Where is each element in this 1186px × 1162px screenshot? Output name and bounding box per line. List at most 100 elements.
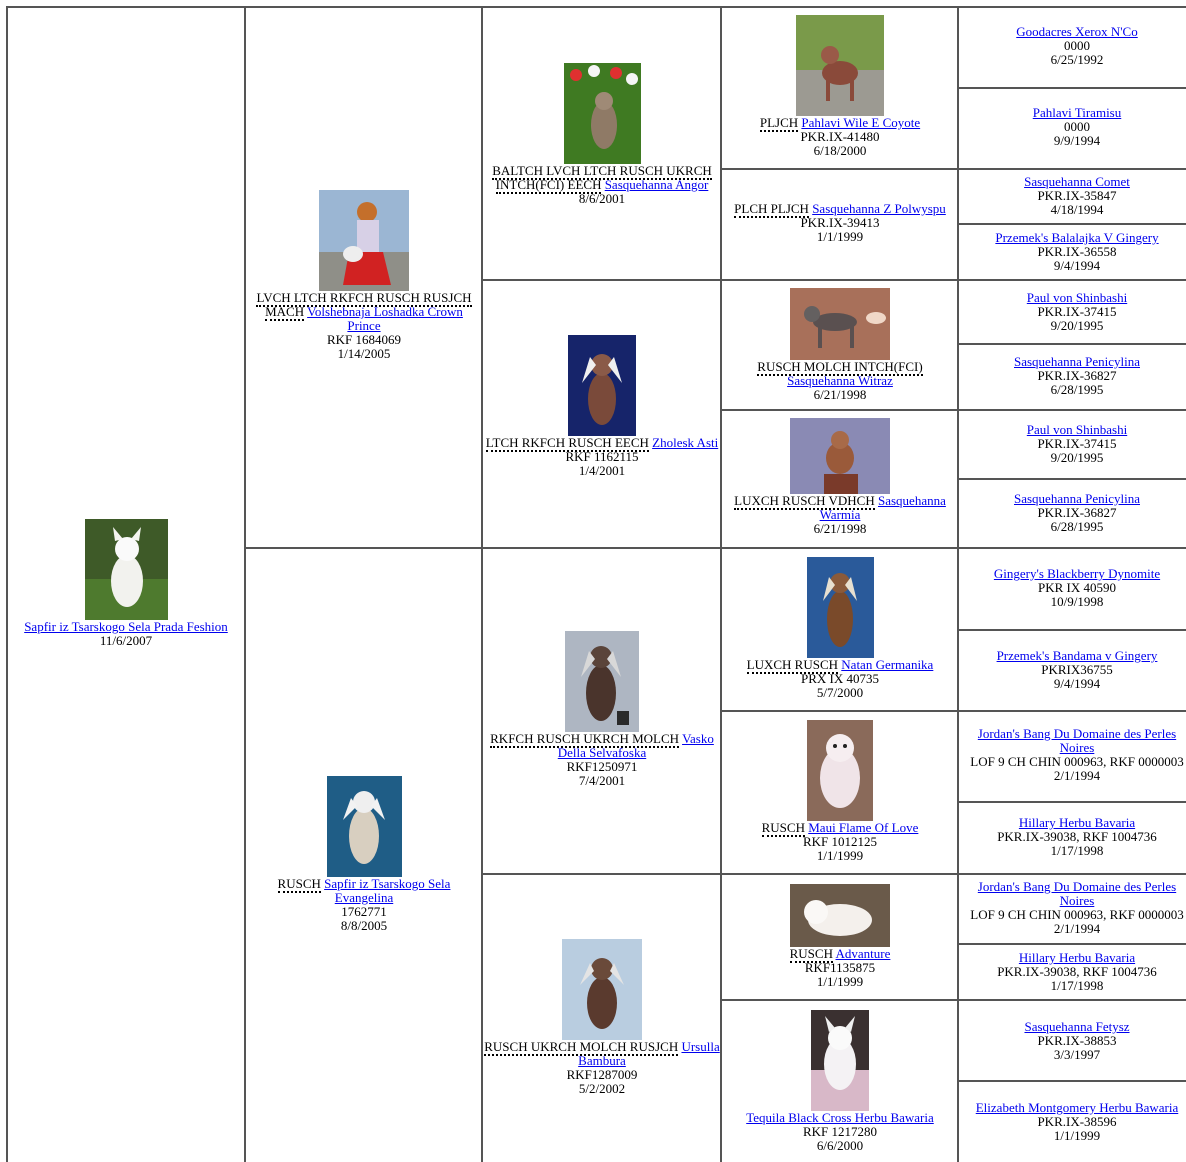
ancestor-name-link[interactable]: Sasquehanna Fetysz xyxy=(1024,1019,1130,1034)
ancestor-g4-cell: Sasquehanna Fetysz PKR.IX-38853 3/3/1997 xyxy=(960,1020,1186,1062)
ancestor-date: 1/1/1999 xyxy=(816,974,864,989)
ancestor-g4-cell: Sasquehanna Comet PKR.IX-35847 4/18/1994 xyxy=(960,175,1186,217)
ancestor-g4-cell: Przemek's Bandama v Gingery PKRIX36755 9… xyxy=(960,649,1186,691)
ancestor-date: 7/4/2001 xyxy=(578,773,626,788)
ancestor-name-link[interactable]: Pahlavi Wile E Coyote xyxy=(801,115,921,130)
grid-line xyxy=(244,6,246,1162)
ancestor-registration: PKR.IX-35847 xyxy=(1037,188,1117,203)
ancestor-titles: BALTCH LVCH LTCH RUSCH UKRCH INTCH(FCI) … xyxy=(492,163,712,194)
ancestor-date: 1/1/1999 xyxy=(816,848,864,863)
ancestor-titles: RUSCH xyxy=(761,820,805,837)
ancestor-name-link[interactable]: Pahlavi Tiramisu xyxy=(1032,105,1122,120)
ancestor-g4-cell: Pahlavi Tiramisu 0000 9/9/1994 xyxy=(960,106,1186,148)
ancestor-name-link[interactable]: Elizabeth Montgomery Herbu Bawaria xyxy=(975,1100,1179,1115)
ancestor-g2-cell: RUSCH UKRCH MOLCH RUSJCH Ursulla Bambura… xyxy=(484,939,720,1096)
subject-photo xyxy=(84,519,168,620)
ancestor-name-link[interactable]: Jordan's Bang Du Domaine des Perles Noir… xyxy=(977,726,1177,755)
ancestor-photo xyxy=(790,884,890,947)
ancestor-name-link[interactable]: Sasquehanna Penicylina xyxy=(1014,354,1140,369)
ancestor-date: 5/2/2002 xyxy=(578,1081,626,1096)
ancestor-name-link[interactable]: Sasquehanna Comet xyxy=(1024,174,1130,189)
ancestor-titles: LTCH RKFCH RUSCH EECH xyxy=(485,435,649,452)
grid-line xyxy=(720,710,1186,712)
ancestor-date: 8/6/2001 xyxy=(578,191,626,206)
ancestor-date: 6/18/2000 xyxy=(813,143,867,158)
ancestor-photo xyxy=(807,720,873,821)
ancestor-registration: 0000 xyxy=(1064,119,1090,134)
ancestor-g2-cell: LTCH RKFCH RUSCH EECH Zholesk Asti RKF 1… xyxy=(484,335,720,478)
ancestor-date: 2/1/1994 xyxy=(1053,768,1101,783)
ancestor-name-link[interactable]: Sasquehanna Warmia xyxy=(819,493,946,522)
ancestor-registration: PKR IX 40590 xyxy=(1037,580,1116,595)
dam-cell: RUSCH Sapfir iz Tsarskogo Sela Evangelin… xyxy=(247,776,481,933)
ancestor-titles: LUXCH RUSCH xyxy=(746,657,839,674)
ancestor-date: 5/7/2000 xyxy=(816,685,864,700)
ancestor-registration: PKR.IX-37415 xyxy=(1037,304,1117,319)
ancestor-titles: PLCH PLJCH xyxy=(734,201,809,218)
ancestor-g4-cell: Gingery's Blackberry Dynomite PKR IX 405… xyxy=(960,567,1186,609)
subject-name-link[interactable]: Sapfir iz Tsarskogo Sela Prada Feshion xyxy=(24,619,228,634)
ancestor-name-link[interactable]: Sasquehanna Angor xyxy=(604,177,709,192)
ancestor-photo xyxy=(563,63,641,164)
ancestor-photo xyxy=(790,418,890,494)
ancestor-photo xyxy=(790,288,890,360)
ancestor-date: 10/9/1998 xyxy=(1050,594,1104,609)
ancestor-name-link[interactable]: Paul von Shinbashi xyxy=(1026,422,1128,437)
sire-name-link[interactable]: Volshebnaja Loshadka Crown Prince xyxy=(307,304,463,333)
ancestor-registration: PKR.IX-38596 xyxy=(1037,1114,1117,1129)
ancestor-date: 9/20/1995 xyxy=(1050,450,1104,465)
ancestor-registration: LOF 9 CH CHIN 000963, RKF 0000003 xyxy=(970,907,1184,922)
ancestor-g4-cell: Paul von Shinbashi PKR.IX-37415 9/20/199… xyxy=(960,291,1186,333)
ancestor-photo xyxy=(568,335,636,436)
sire-registration: RKF 1684069 xyxy=(326,332,402,347)
ancestor-name-link[interactable]: Vasko Della Selvafoska xyxy=(557,731,714,760)
grid-line xyxy=(481,873,1186,875)
ancestor-g3-cell: PLCH PLJCH Sasquehanna Z Polwyspu PKR.IX… xyxy=(723,201,957,244)
ancestor-name-link[interactable]: Ursulla Bambura xyxy=(578,1039,720,1068)
ancestor-name-link[interactable]: Przemek's Balalajka V Gingery xyxy=(995,230,1159,245)
ancestor-g2-cell: RKFCH RUSCH UKRCH MOLCH Vasko Della Selv… xyxy=(484,631,720,788)
ancestor-date: 1/17/1998 xyxy=(1050,978,1104,993)
grid-line xyxy=(720,6,722,1162)
grid-line xyxy=(720,409,1186,411)
ancestor-g3-cell: PLJCH Pahlavi Wile E Coyote PKR.IX-41480… xyxy=(723,15,957,158)
ancestor-date: 6/21/1998 xyxy=(813,521,867,536)
ancestor-registration: PKR.IX-36827 xyxy=(1037,505,1117,520)
ancestor-name-link[interactable]: Hillary Herbu Bavaria xyxy=(1018,950,1136,965)
ancestor-photo xyxy=(796,15,884,116)
ancestor-name-link[interactable]: Sasquehanna Z Polwyspu xyxy=(812,201,946,216)
ancestor-name-link[interactable]: Sasquehanna Penicylina xyxy=(1014,491,1140,506)
ancestor-date: 6/28/1995 xyxy=(1050,382,1104,397)
ancestor-name-link[interactable]: Goodacres Xerox N'Co xyxy=(1016,24,1138,39)
ancestor-g4-cell: Jordan's Bang Du Domaine des Perles Noir… xyxy=(960,880,1186,936)
ancestor-name-link[interactable]: Natan Germanika xyxy=(841,657,934,672)
ancestor-name-link[interactable]: Gingery's Blackberry Dynomite xyxy=(993,566,1161,581)
ancestor-photo xyxy=(806,557,874,658)
ancestor-date: 3/3/1997 xyxy=(1053,1047,1101,1062)
ancestor-date: 1/1/1999 xyxy=(816,229,864,244)
ancestor-registration: LOF 9 CH CHIN 000963, RKF 0000003 xyxy=(970,754,1184,769)
dam-name-link[interactable]: Sapfir iz Tsarskogo Sela Evangelina xyxy=(324,876,451,905)
ancestor-g4-cell: Paul von Shinbashi PKR.IX-37415 9/20/199… xyxy=(960,423,1186,465)
ancestor-name-link[interactable]: Zholesk Asti xyxy=(652,435,719,450)
ancestor-registration: PKR.IX-37415 xyxy=(1037,436,1117,451)
ancestor-name-link[interactable]: Jordan's Bang Du Domaine des Perles Noir… xyxy=(977,879,1177,908)
ancestor-name-link[interactable]: Sasquehanna Witraz xyxy=(787,373,893,388)
ancestor-g4-cell: Sasquehanna Penicylina PKR.IX-36827 6/28… xyxy=(960,355,1186,397)
ancestor-date: 6/6/2000 xyxy=(816,1138,864,1153)
grid-line xyxy=(957,87,1186,89)
ancestor-name-link[interactable]: Hillary Herbu Bavaria xyxy=(1018,815,1136,830)
ancestor-name-link[interactable]: Maui Flame Of Love xyxy=(808,820,919,835)
ancestor-name-link[interactable]: Przemek's Bandama v Gingery xyxy=(996,648,1158,663)
ancestor-registration: PKRIX36755 xyxy=(1041,662,1113,677)
ancestor-name-link[interactable]: Paul von Shinbashi xyxy=(1026,290,1128,305)
ancestor-registration: RKF 1012125 xyxy=(802,834,878,849)
ancestor-name-link[interactable]: Advanture xyxy=(835,946,891,961)
ancestor-g3-cell: RUSCH Maui Flame Of Love RKF 1012125 1/1… xyxy=(723,720,957,863)
ancestor-name-link[interactable]: Tequila Black Cross Herbu Bawaria xyxy=(746,1110,934,1125)
subject-date: 11/6/2007 xyxy=(99,633,153,648)
grid-line xyxy=(481,6,483,1162)
ancestor-registration: RKF 1162115 xyxy=(565,449,639,464)
ancestor-registration: RKF1287009 xyxy=(566,1067,638,1082)
